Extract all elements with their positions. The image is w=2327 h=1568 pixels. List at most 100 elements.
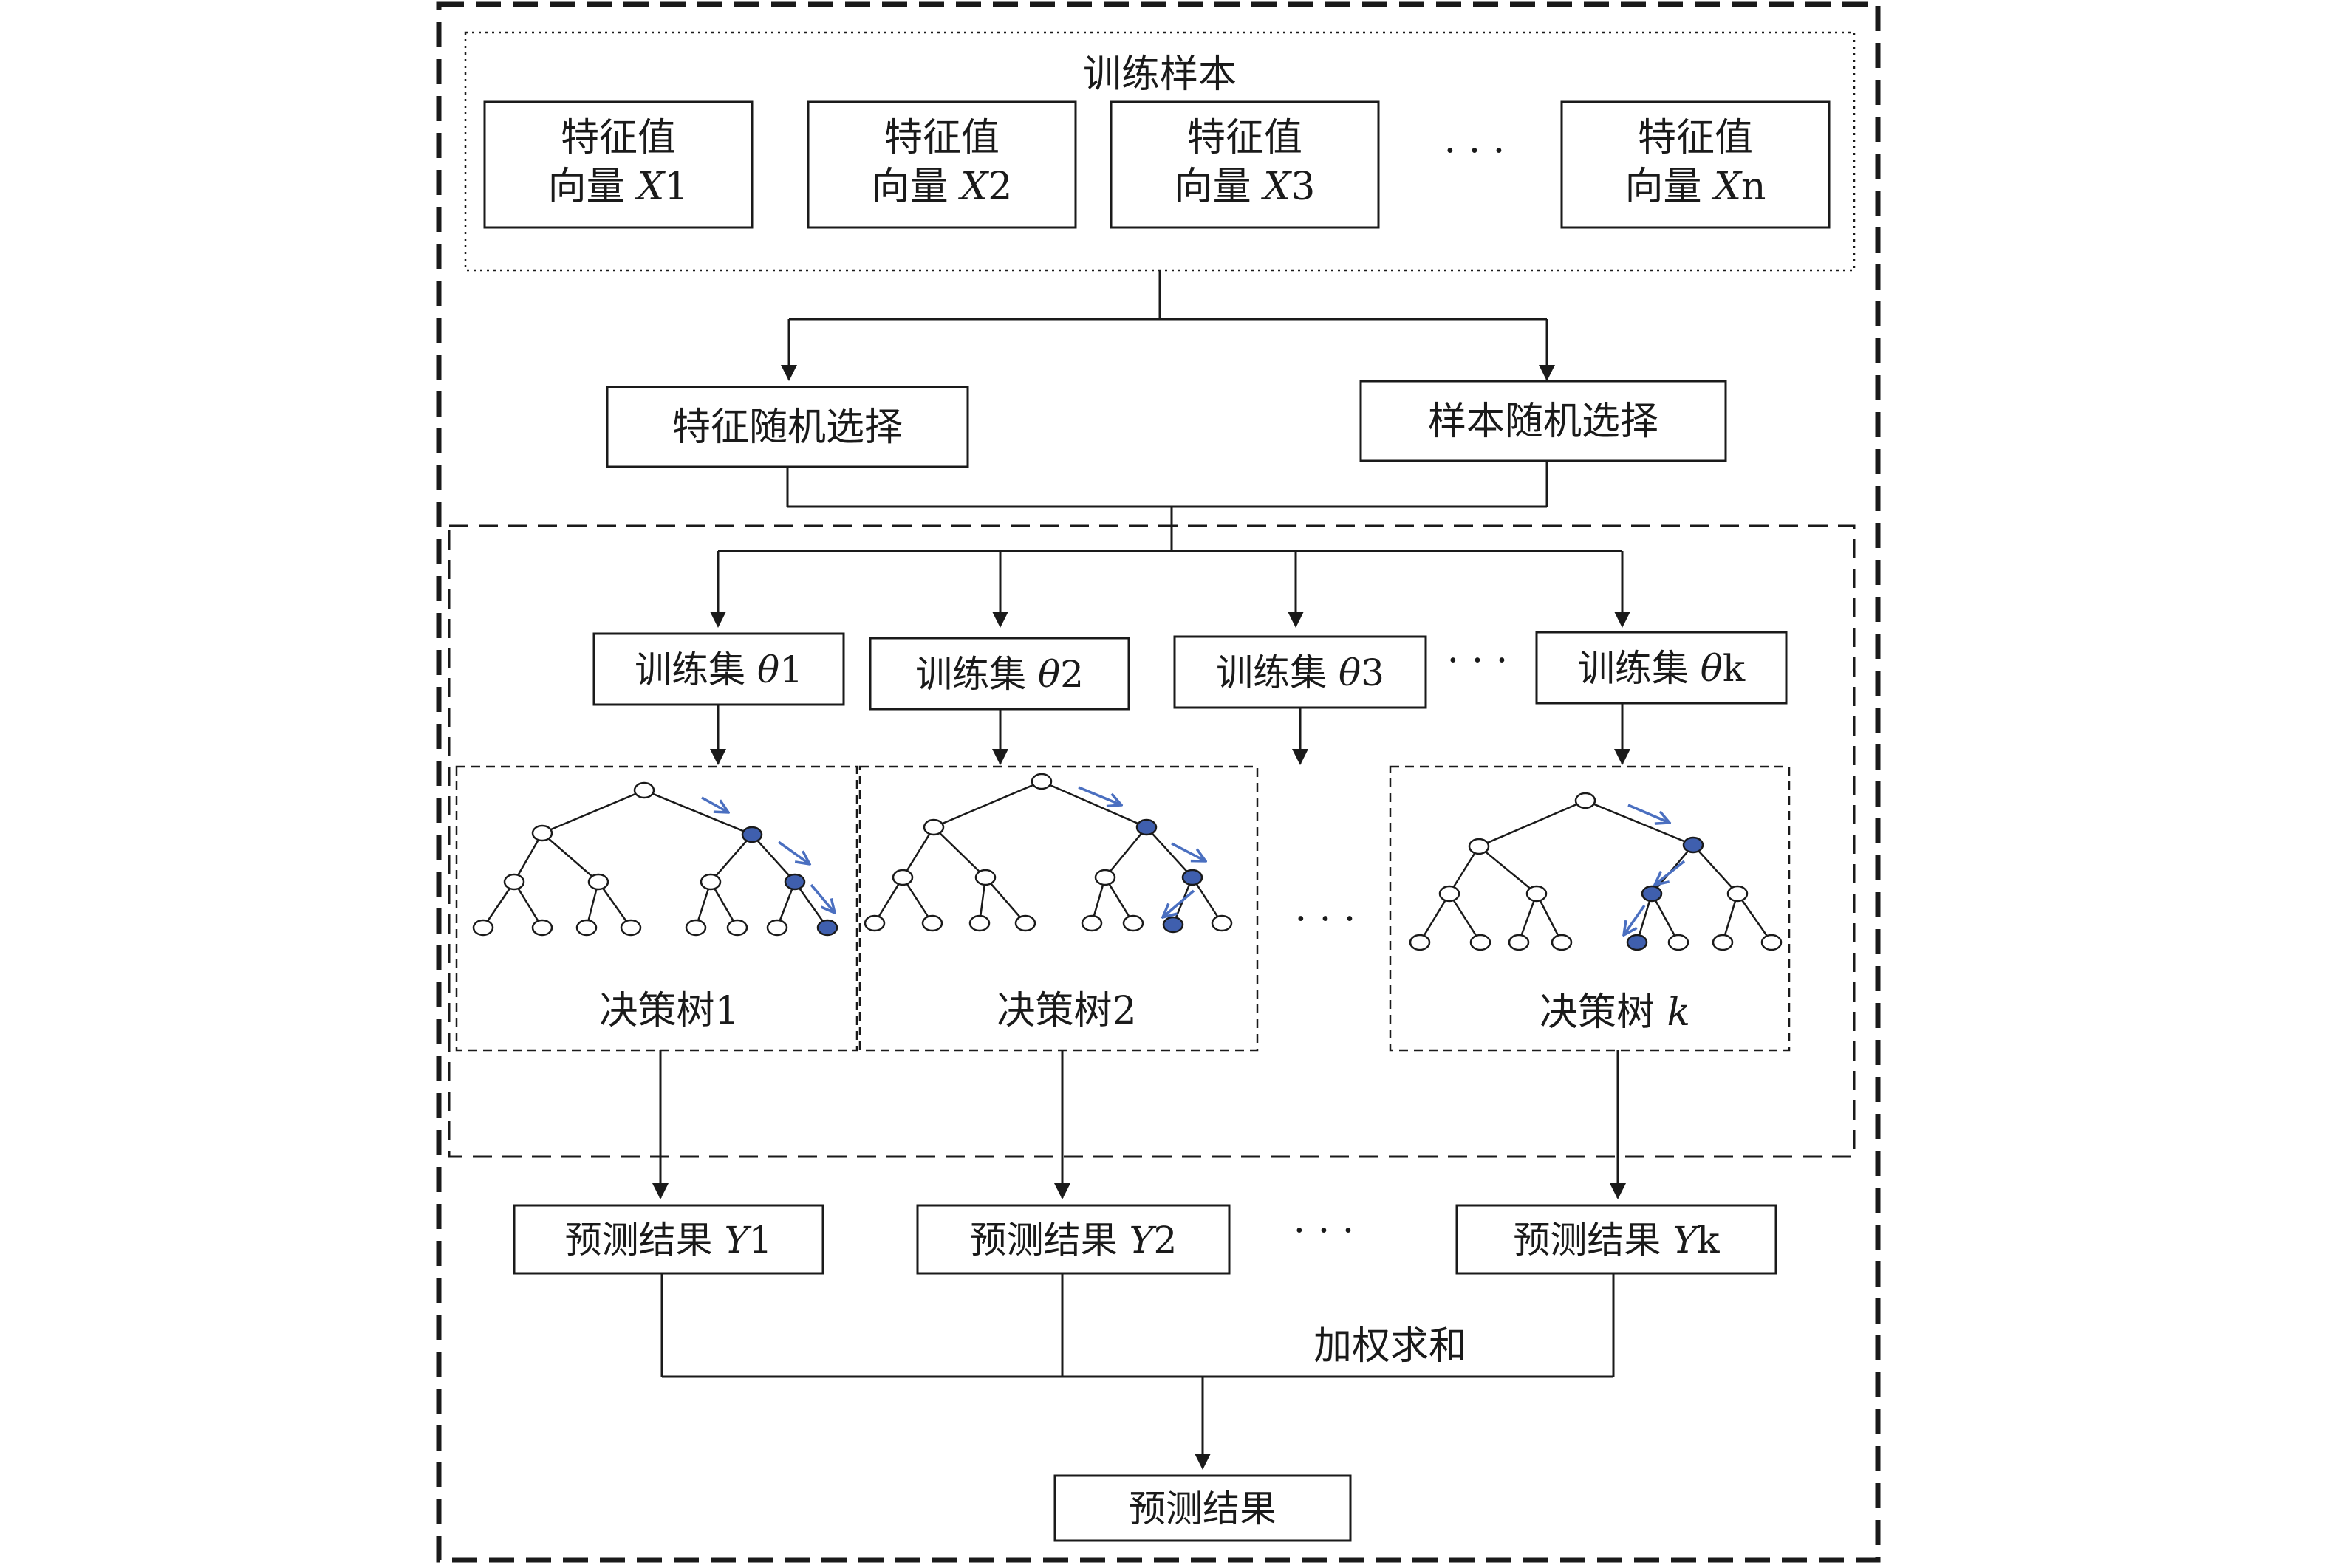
training-set-1-box [592, 632, 845, 706]
tree-node [864, 914, 886, 932]
prediction-1-box [513, 1204, 824, 1275]
tree-node-active [1682, 836, 1704, 854]
tree-node [968, 914, 991, 932]
feature-random-select-label: 特征随机选择 [672, 405, 903, 450]
feature-vector-name: 向量 X3 [1175, 165, 1316, 209]
training-set-k-label: 训练集 θk [1578, 647, 1746, 690]
prediction-1-label: 预测结果 Y1 [565, 1219, 773, 1261]
decision-path-arrow [777, 841, 810, 864]
tree-edge [1721, 893, 1739, 943]
tree-edge [901, 877, 934, 924]
prediction-2-box [916, 1204, 1231, 1275]
tree-edge [1191, 877, 1223, 924]
training-set-2-box [869, 637, 1130, 711]
tree-node [921, 914, 943, 932]
tree-node [1468, 838, 1490, 855]
tree-edge [901, 826, 935, 878]
tree-node [1760, 934, 1783, 951]
tree-edge [1650, 893, 1680, 943]
tree-edge [1448, 893, 1482, 943]
tree-node [766, 919, 788, 937]
tree-edge [1736, 893, 1773, 943]
training-set-ellipsis: · · · [1447, 639, 1508, 683]
tree-node-active [1181, 869, 1203, 886]
tree-edge [1517, 893, 1538, 943]
outer-frame [436, 1, 1881, 1563]
training-sample-title: 训练样本 [1083, 52, 1237, 97]
decision-tree-1-frame [455, 765, 858, 1052]
decision-path-arrow [810, 883, 835, 913]
tree-node [503, 873, 525, 891]
feature-vector-label: 特征值 [884, 116, 1000, 160]
prediction-2-label: 预测结果 Y2 [970, 1219, 1178, 1261]
tree-edge [643, 789, 753, 836]
feature-vector-label: 特征值 [1187, 116, 1302, 160]
tree-edge [1692, 844, 1738, 894]
tree-node [575, 919, 598, 937]
tree-edge [1478, 846, 1537, 894]
tree-node [700, 873, 722, 891]
tree-node [726, 919, 748, 937]
feature-vector-3: 特征值 向量 X3 [1110, 100, 1380, 229]
feature-vector-label: 特征值 [1638, 116, 1753, 160]
decision-path-arrow [1624, 904, 1646, 935]
tree-node [923, 818, 945, 836]
tree-node [1667, 934, 1689, 951]
training-set-1-label: 训练集 θ1 [635, 648, 803, 691]
tree-node [1726, 885, 1749, 903]
tree-node-active [1162, 916, 1184, 934]
tree-node [1211, 914, 1233, 932]
tree-edge [873, 877, 904, 924]
tree-edge [541, 832, 599, 883]
training-set-3-label: 训练集 θ3 [1216, 651, 1384, 694]
feature-ellipsis: · · · [1444, 129, 1506, 174]
feature-random-select-box [606, 386, 969, 468]
decision-path-arrow [1655, 860, 1686, 885]
decision-tree-ellipsis: · · · [1295, 897, 1356, 942]
final-result-label: 预测结果 [1129, 1487, 1277, 1530]
tree-node-active [1135, 818, 1158, 836]
tree-node [472, 919, 494, 937]
tree-edge [513, 832, 544, 883]
training-set-distribution [710, 550, 1630, 628]
decision-tree-1-graphic [472, 781, 838, 937]
feature-vector-n: 特征值 向量 Xn [1560, 100, 1831, 229]
tree-node [531, 824, 553, 842]
tree-node [892, 869, 914, 886]
prediction-k-label: 预测结果 Yk [1513, 1219, 1720, 1261]
prediction-k-box [1455, 1204, 1777, 1275]
tree-node [587, 873, 609, 891]
training-to-tree-arrows [710, 703, 1630, 765]
tree-node [1081, 914, 1103, 932]
tree-edge [1478, 799, 1586, 848]
tree-edge [933, 826, 986, 878]
forest-frame [448, 524, 1856, 1158]
tree-edge [1041, 780, 1147, 829]
tree-node [1409, 934, 1431, 951]
tree-node-active [816, 919, 838, 937]
tree-node [1094, 869, 1116, 886]
feature-vector-name: 向量 Xn [1624, 165, 1766, 209]
tree-edge [1585, 799, 1694, 846]
tree-node [1014, 914, 1036, 932]
tree-node-active [784, 873, 806, 891]
tree-edge [710, 834, 753, 883]
decision-path-arrow [701, 796, 728, 812]
tree-to-prediction-arrows [652, 1050, 1626, 1199]
decision-tree-k-graphic [1409, 792, 1783, 951]
tree-node [1031, 773, 1053, 790]
selection-merge-connector [786, 461, 1548, 551]
weighted-sum-connector [660, 1273, 1615, 1470]
tree-node [1122, 914, 1144, 932]
training-set-k-box [1535, 631, 1788, 705]
decision-path-arrow [1627, 804, 1670, 823]
tree-node [1508, 934, 1530, 951]
tree-edge [1448, 846, 1480, 894]
tree-edge [541, 789, 645, 835]
decision-tree-2-label: 决策树2 [997, 989, 1136, 1033]
tree-node [633, 781, 655, 799]
tree-node [685, 919, 707, 937]
decision-tree-2-frame [858, 765, 1259, 1052]
tree-node [1525, 885, 1548, 903]
tree-node-active [1641, 885, 1663, 903]
